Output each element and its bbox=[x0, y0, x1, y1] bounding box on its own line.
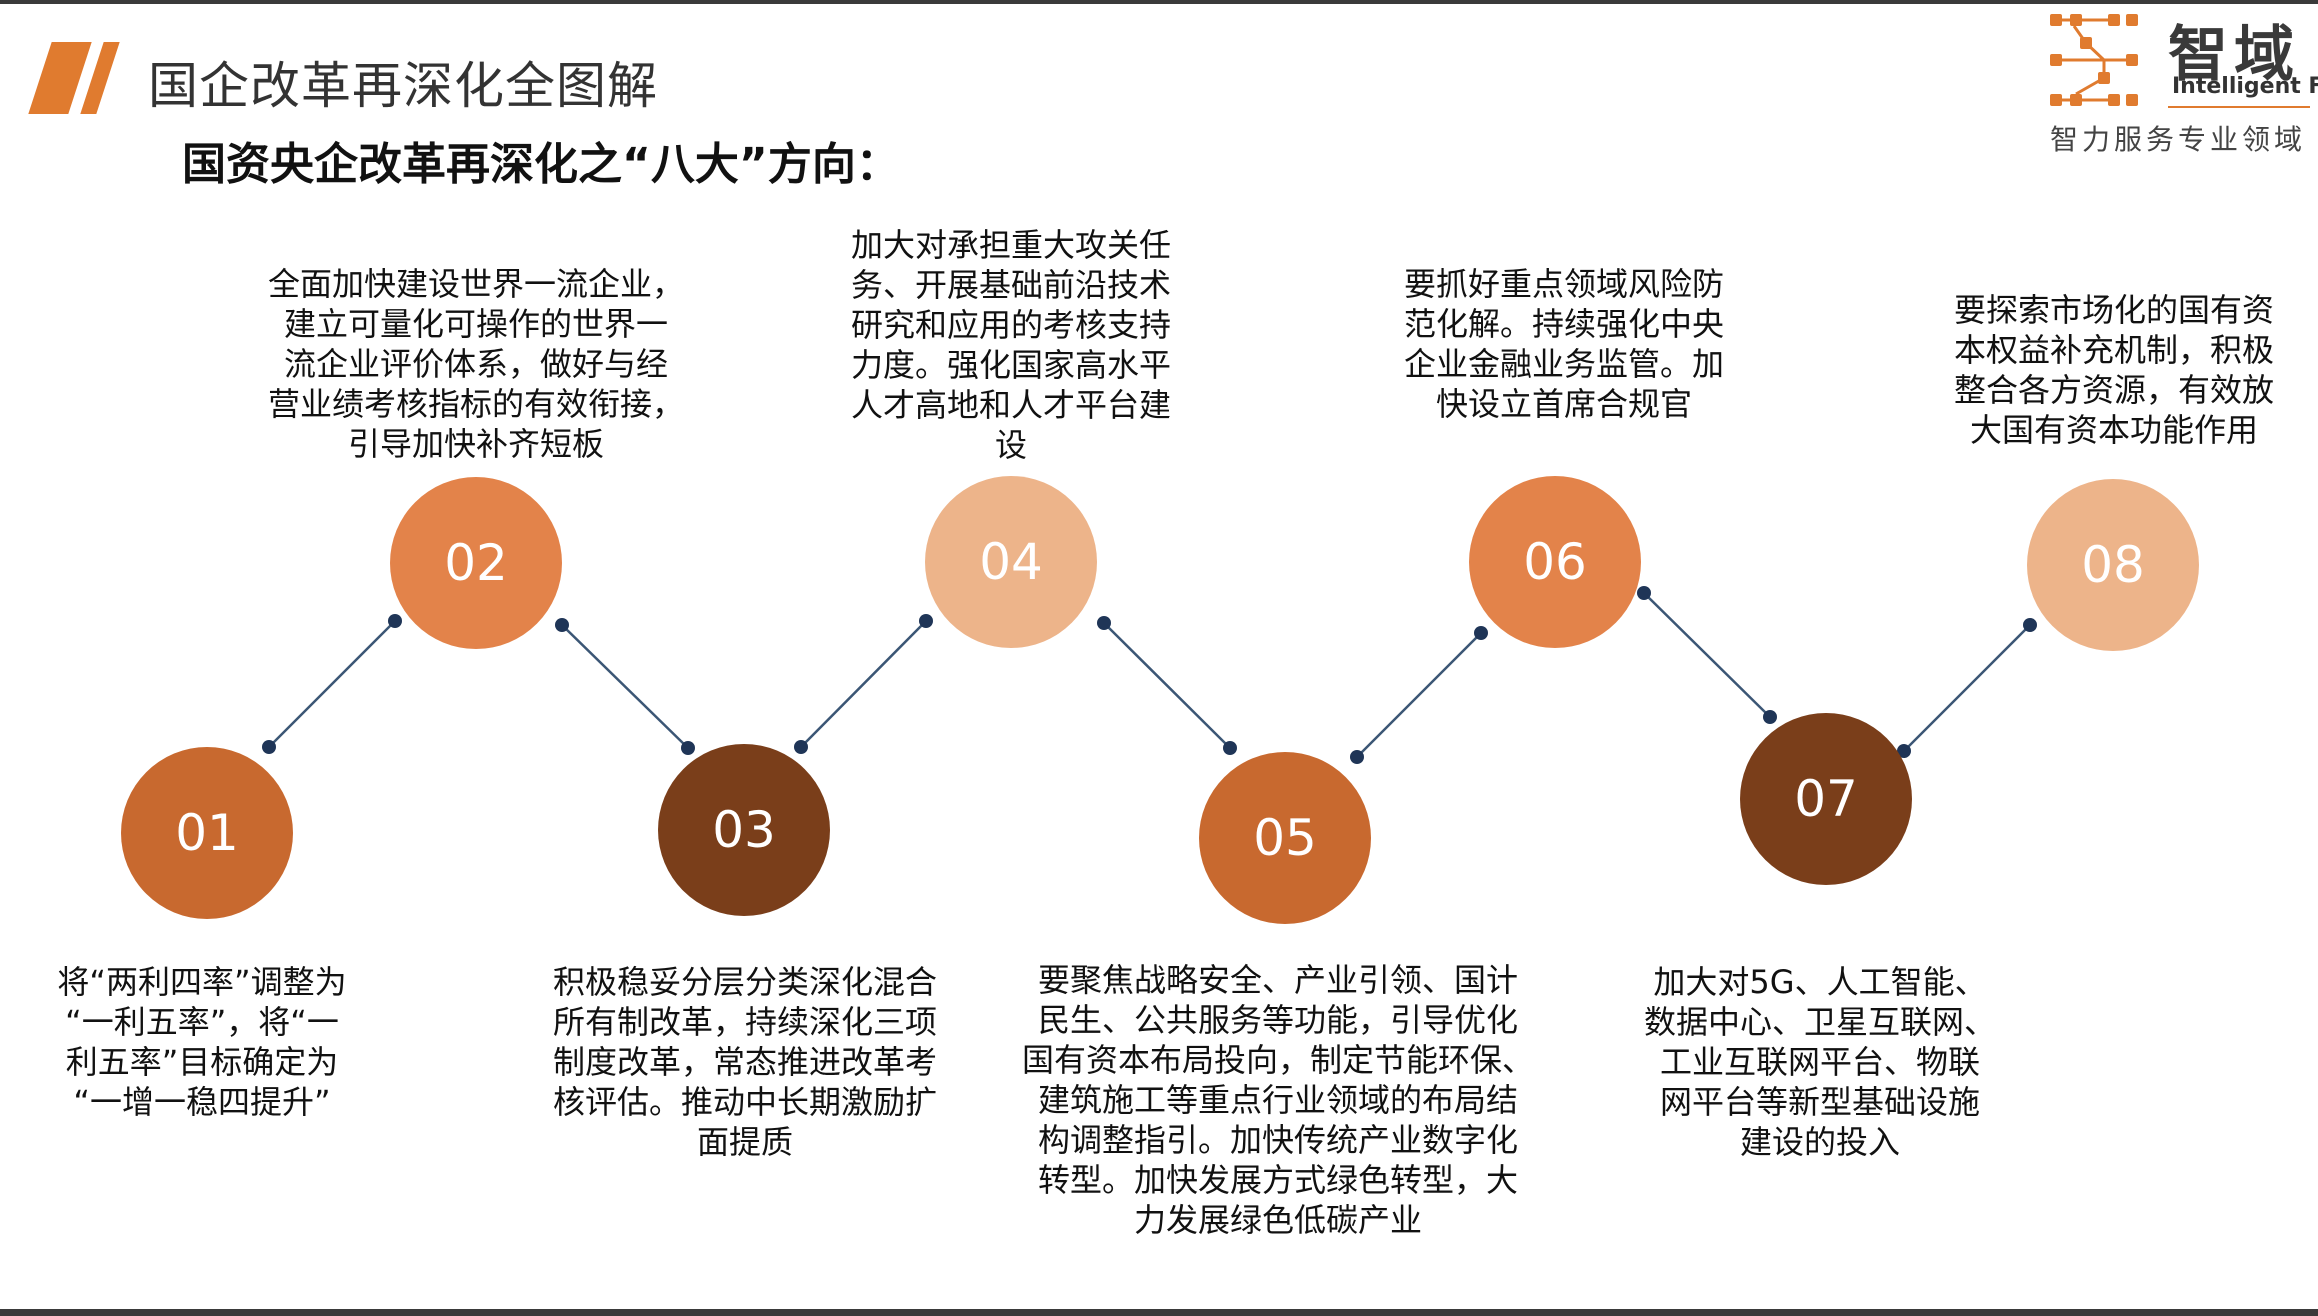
connector-dot bbox=[1350, 750, 1364, 764]
step-circle-02: 02 bbox=[390, 477, 562, 649]
connector-line bbox=[1903, 624, 2031, 752]
step-circle-04: 04 bbox=[925, 476, 1097, 648]
step-description-03: 积极稳妥分层分类深化混合 所有制改革，持续深化三项 制度改革，常态推进改革考 核… bbox=[552, 963, 937, 1161]
connector-dot bbox=[1637, 586, 1651, 600]
brand-logo: 智域 Intelligent Field 智力服务专业领域 bbox=[2050, 8, 2318, 158]
connector-dot bbox=[1097, 616, 1111, 630]
page-title: 国企改革再深化全图解 bbox=[148, 57, 658, 115]
connector-dot bbox=[1763, 710, 1777, 724]
step-description-05: 要聚焦战略安全、产业引领、国计 民生、公共服务等功能，引导优化 国有资本布局投向… bbox=[1021, 961, 1534, 1239]
step-description-04: 加大对承担重大攻关任 务、开展基础前沿技术 研究和应用的考核支持 力度。强化国家… bbox=[850, 226, 1171, 464]
logo-name: 智域 bbox=[2168, 20, 2300, 90]
connector-line bbox=[1356, 632, 1482, 758]
step-description-02: 全面加快建设世界一流企业， 建立可量化可操作的世界一 流企业评价体系，做好与经 … bbox=[267, 265, 684, 463]
connector-line bbox=[1103, 622, 1231, 749]
connector-dot bbox=[262, 740, 276, 754]
step-circle-08: 08 bbox=[2027, 479, 2199, 651]
connector-dot bbox=[555, 618, 569, 632]
connector-dot bbox=[1474, 626, 1488, 640]
logo-english-name: Intelligent Field bbox=[2172, 74, 2318, 99]
connector-line bbox=[800, 620, 927, 748]
step-circle-01: 01 bbox=[121, 747, 293, 919]
connector-line bbox=[268, 620, 396, 748]
step-circle-05: 05 bbox=[1199, 752, 1371, 924]
logo-divider bbox=[2168, 106, 2310, 108]
connector-line bbox=[561, 624, 689, 749]
connector-dot bbox=[681, 741, 695, 755]
step-circle-07: 07 bbox=[1740, 713, 1912, 885]
step-circle-06: 06 bbox=[1469, 476, 1641, 648]
connector-dot bbox=[1223, 741, 1237, 755]
step-description-01: 将“两利四率”调整为 “一利五率”，将“一 利五率”目标确定为 “一增一稳四提升… bbox=[57, 963, 347, 1121]
step-circle-03: 03 bbox=[658, 744, 830, 916]
logo-tagline: 智力服务专业领域 bbox=[2050, 123, 2307, 156]
connector-dot bbox=[2023, 618, 2037, 632]
connector-dot bbox=[794, 740, 808, 754]
step-description-07: 加大对5G、人工智能、 数据中心、卫星互联网、 工业互联网平台、物联 网平台等新… bbox=[1643, 963, 1996, 1161]
top-border bbox=[0, 0, 2318, 4]
step-description-06: 要抓好重点领域风险防 范化解。持续强化中央 企业金融业务监管。加 快设立首席合规… bbox=[1403, 265, 1724, 423]
connector-line bbox=[1643, 592, 1771, 718]
bottom-border bbox=[0, 1309, 2318, 1316]
step-description-08: 要探索市场化的国有资 本权益补充机制，积极 整合各方资源，有效放 大国有资本功能… bbox=[1953, 291, 2274, 449]
circuit-bracket-logo-icon bbox=[2050, 14, 2138, 106]
connector-dot bbox=[919, 614, 933, 628]
connector-dot bbox=[388, 614, 402, 628]
connector-dot bbox=[1897, 744, 1911, 758]
page-subtitle: 国资央企改革再深化之“八大”方向： bbox=[182, 139, 900, 190]
